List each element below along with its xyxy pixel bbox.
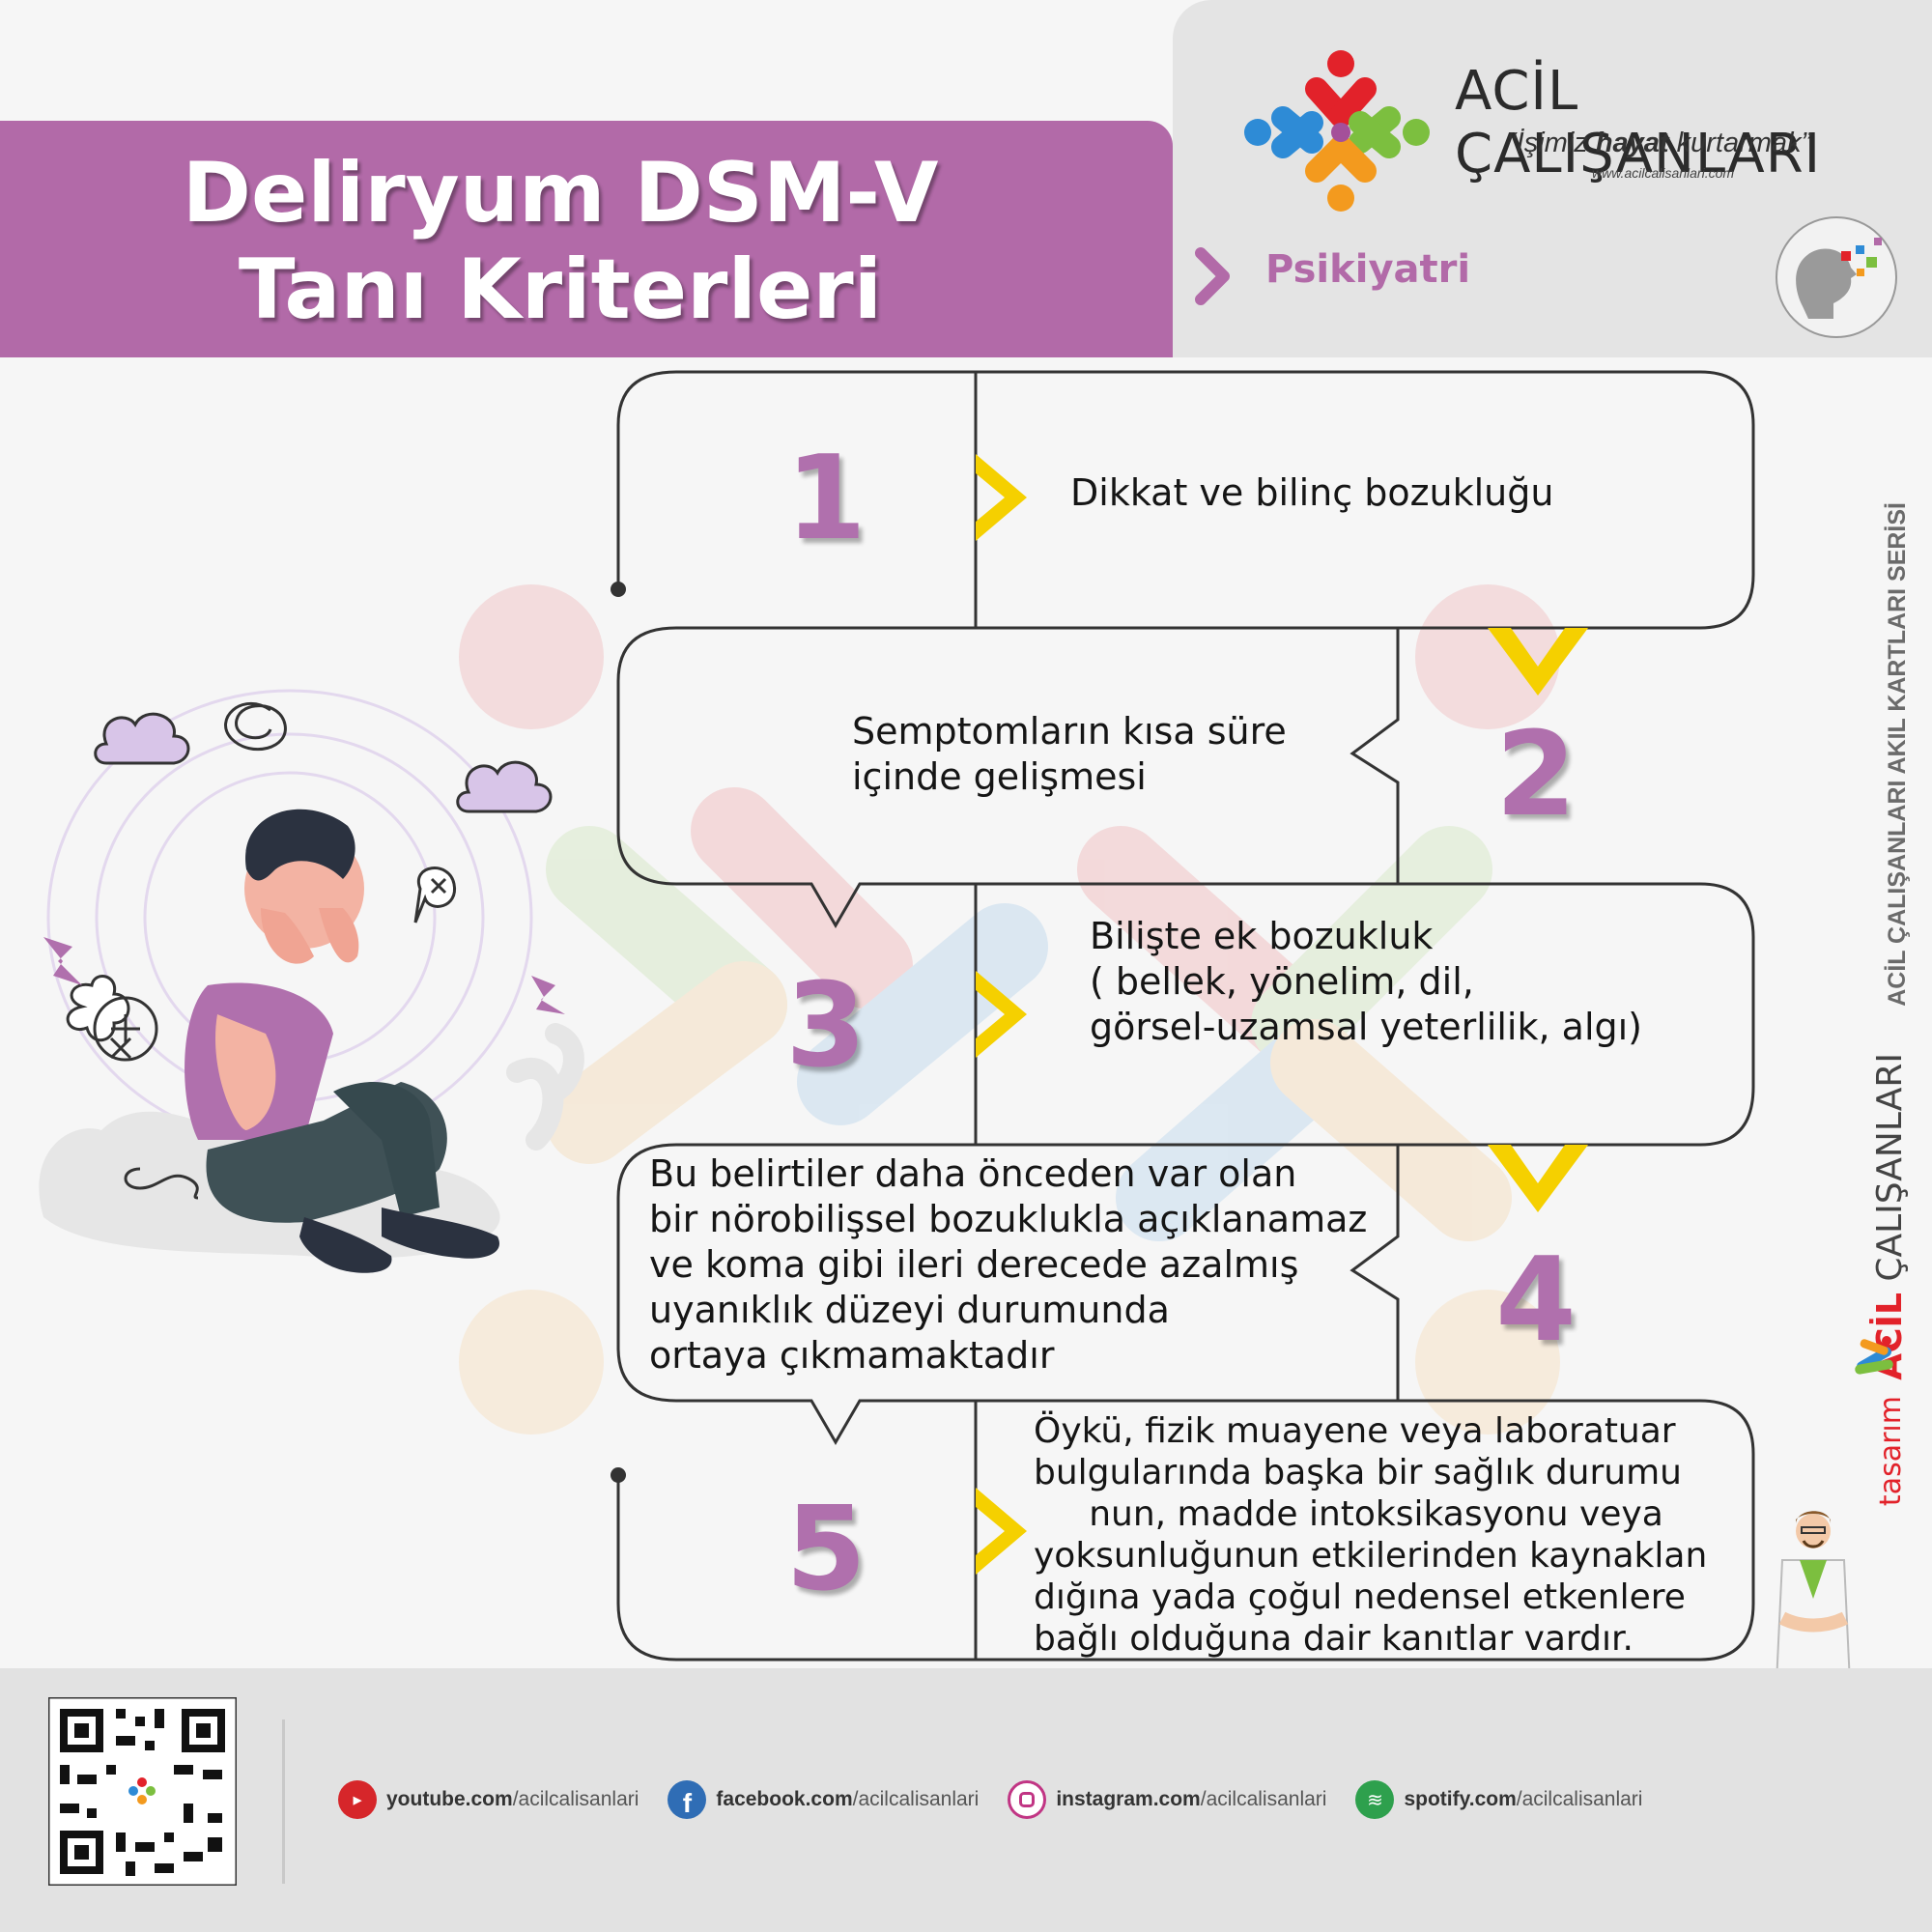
side-brand: ACİL ÇALIŞANLARI [1870, 1053, 1910, 1380]
social-links: ▶ youtube.com/acilcalisanlari f facebook… [338, 1780, 1642, 1819]
side-logo-icon [1855, 1336, 1893, 1375]
social-instagram[interactable]: instagram.com/acilcalisanlari [1008, 1780, 1326, 1819]
instagram-icon [1008, 1780, 1047, 1819]
title-line-2: Tanı Kriterleri [238, 242, 883, 338]
criterion-3-text: Bilişte ek bozukluk ( bellek, yönelim, d… [1090, 915, 1643, 1048]
criterion-3-box [974, 882, 1755, 1147]
facebook-icon: f [668, 1780, 707, 1819]
criterion-5-text: Öykü, fizik muayene veya laboratuar bulg… [1034, 1411, 1708, 1659]
criterion-2-box [616, 626, 1400, 928]
connector-dot-top [611, 582, 626, 597]
youtube-icon: ▶ [338, 1780, 377, 1819]
design-label: tasarım [1874, 1396, 1908, 1507]
criterion-2-text: Semptomların kısa süre içinde gelişmesi [852, 710, 1287, 798]
chevron-right-icon [1195, 247, 1230, 305]
brain-head-icon [1776, 216, 1897, 338]
watermark-logo [459, 584, 1560, 1435]
page-title: Deliryum DSM-V Tanı Kriterleri [0, 145, 1121, 338]
criterion-1-number: 1 [785, 432, 867, 566]
distressed-man-illustration [39, 689, 584, 1273]
yellow-arrow-5 [976, 1488, 1027, 1575]
yellow-arrow-2 [1488, 628, 1588, 696]
criterion-1-text: Dikkat ve bilinç bozukluğu [1070, 471, 1554, 514]
title-line-1: Deliryum DSM-V [182, 145, 939, 242]
brand-slogan: “İşimiz hayat kurtarmak” [1507, 128, 1811, 158]
brand-url: www.acilcalisanlari.com [1592, 165, 1735, 181]
criterion-4-number: 4 [1495, 1234, 1577, 1368]
social-youtube[interactable]: ▶ youtube.com/acilcalisanlari [338, 1780, 639, 1819]
yellow-arrow-1 [976, 454, 1027, 541]
criterion-3-number: 3 [785, 959, 867, 1094]
spotify-icon: ≋ [1355, 1780, 1395, 1819]
series-label: ACİL ÇALIŞANLARI AKIL KARTLARI SERİSİ [1884, 502, 1911, 1007]
criterion-4-box [616, 1143, 1400, 1445]
criterion-5-number: 5 [785, 1483, 867, 1617]
social-facebook[interactable]: f facebook.com/acilcalisanlari [668, 1780, 979, 1819]
criterion-4-text: Bu belirtiler daha önceden var olan bir … [649, 1152, 1368, 1377]
yellow-arrow-4 [1488, 1145, 1588, 1212]
criterion-2-number: 2 [1495, 708, 1577, 842]
title-band [0, 121, 1173, 357]
category-label: Psikiyatri [1265, 247, 1471, 292]
criterion-1-box [616, 370, 1755, 630]
qr-code[interactable] [48, 1697, 237, 1886]
criterion-5-box [616, 1399, 1755, 1662]
yellow-arrow-3 [976, 971, 1027, 1058]
connector-dot-bottom [611, 1467, 626, 1483]
footer [0, 1668, 1932, 1932]
footer-divider [282, 1719, 285, 1884]
social-spotify[interactable]: ≋ spotify.com/acilcalisanlari [1355, 1780, 1642, 1819]
brand-name: ACİL ÇALIŞANLARI [1455, 60, 1822, 185]
brand-logo [1244, 50, 1430, 212]
